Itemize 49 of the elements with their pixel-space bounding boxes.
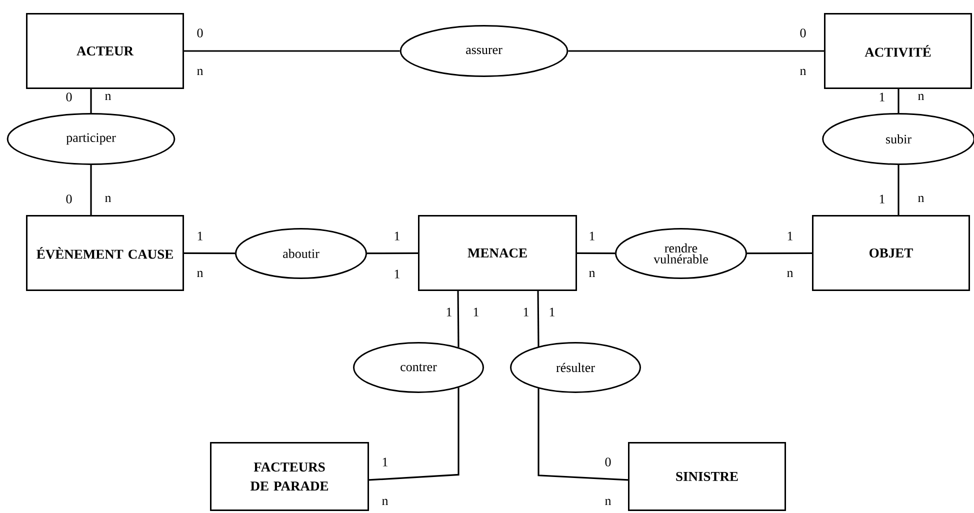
connector-line bbox=[568, 50, 824, 52]
connector-line bbox=[898, 164, 900, 215]
connector-line bbox=[90, 164, 92, 215]
entity-box: ÉVÈNEMENT CAUSE bbox=[26, 215, 184, 291]
cardinality-label: n bbox=[105, 196, 112, 202]
cardinality-label: n bbox=[918, 196, 924, 202]
entity-box: SINISTRE bbox=[628, 442, 786, 511]
cardinality-label: 1 bbox=[880, 92, 884, 102]
cardinality-label: n bbox=[105, 94, 112, 100]
entity-box: ACTIVITÉ bbox=[824, 13, 972, 89]
cardinality-label: 1 bbox=[198, 232, 202, 240]
cardinality-label: 1 bbox=[590, 232, 594, 240]
cardinality-label: 0 bbox=[197, 28, 203, 38]
connector-line bbox=[538, 388, 628, 481]
cardinality-label: 1 bbox=[788, 232, 792, 240]
cardinality-label: 0 bbox=[605, 458, 611, 466]
cardinality-label: 1 bbox=[524, 308, 528, 316]
cardinality-label: 0 bbox=[66, 194, 72, 204]
connector-line bbox=[898, 89, 900, 113]
entity-box: OBJET bbox=[812, 215, 970, 291]
cardinality-label: n bbox=[605, 498, 612, 506]
connector-line bbox=[457, 290, 460, 348]
connector-line bbox=[184, 50, 400, 52]
cardinality-label: n bbox=[589, 270, 596, 278]
cardinality-label: 0 bbox=[66, 92, 72, 102]
cardinality-label: n bbox=[787, 270, 794, 278]
connector-line bbox=[368, 388, 460, 481]
entity-box: FACTEURS DE PARADE bbox=[210, 442, 369, 511]
cardinality-label: 0 bbox=[800, 28, 806, 38]
cardinality-label: 1 bbox=[382, 458, 388, 466]
connector-line bbox=[367, 252, 418, 254]
cardinality-label: 1 bbox=[394, 232, 400, 240]
cardinality-label: n bbox=[382, 498, 388, 506]
cardinality-label: n bbox=[800, 68, 806, 76]
connector-line bbox=[577, 252, 616, 254]
cardinality-label: n bbox=[197, 270, 204, 278]
connector-line bbox=[747, 252, 812, 254]
cardinality-label: 1 bbox=[550, 308, 554, 316]
connector-line bbox=[537, 290, 540, 347]
cardinality-label: n bbox=[197, 68, 204, 76]
cardinality-label: 1 bbox=[446, 308, 452, 316]
entity-box: ACTEUR bbox=[26, 13, 184, 89]
cardinality-label: n bbox=[918, 94, 924, 100]
connector-line bbox=[184, 252, 236, 254]
connector-line bbox=[90, 89, 92, 113]
cardinality-label: 1 bbox=[474, 308, 478, 316]
cardinality-label: 1 bbox=[394, 270, 400, 278]
cardinality-label: 1 bbox=[880, 194, 884, 204]
entity-box: MENACE bbox=[418, 215, 577, 291]
